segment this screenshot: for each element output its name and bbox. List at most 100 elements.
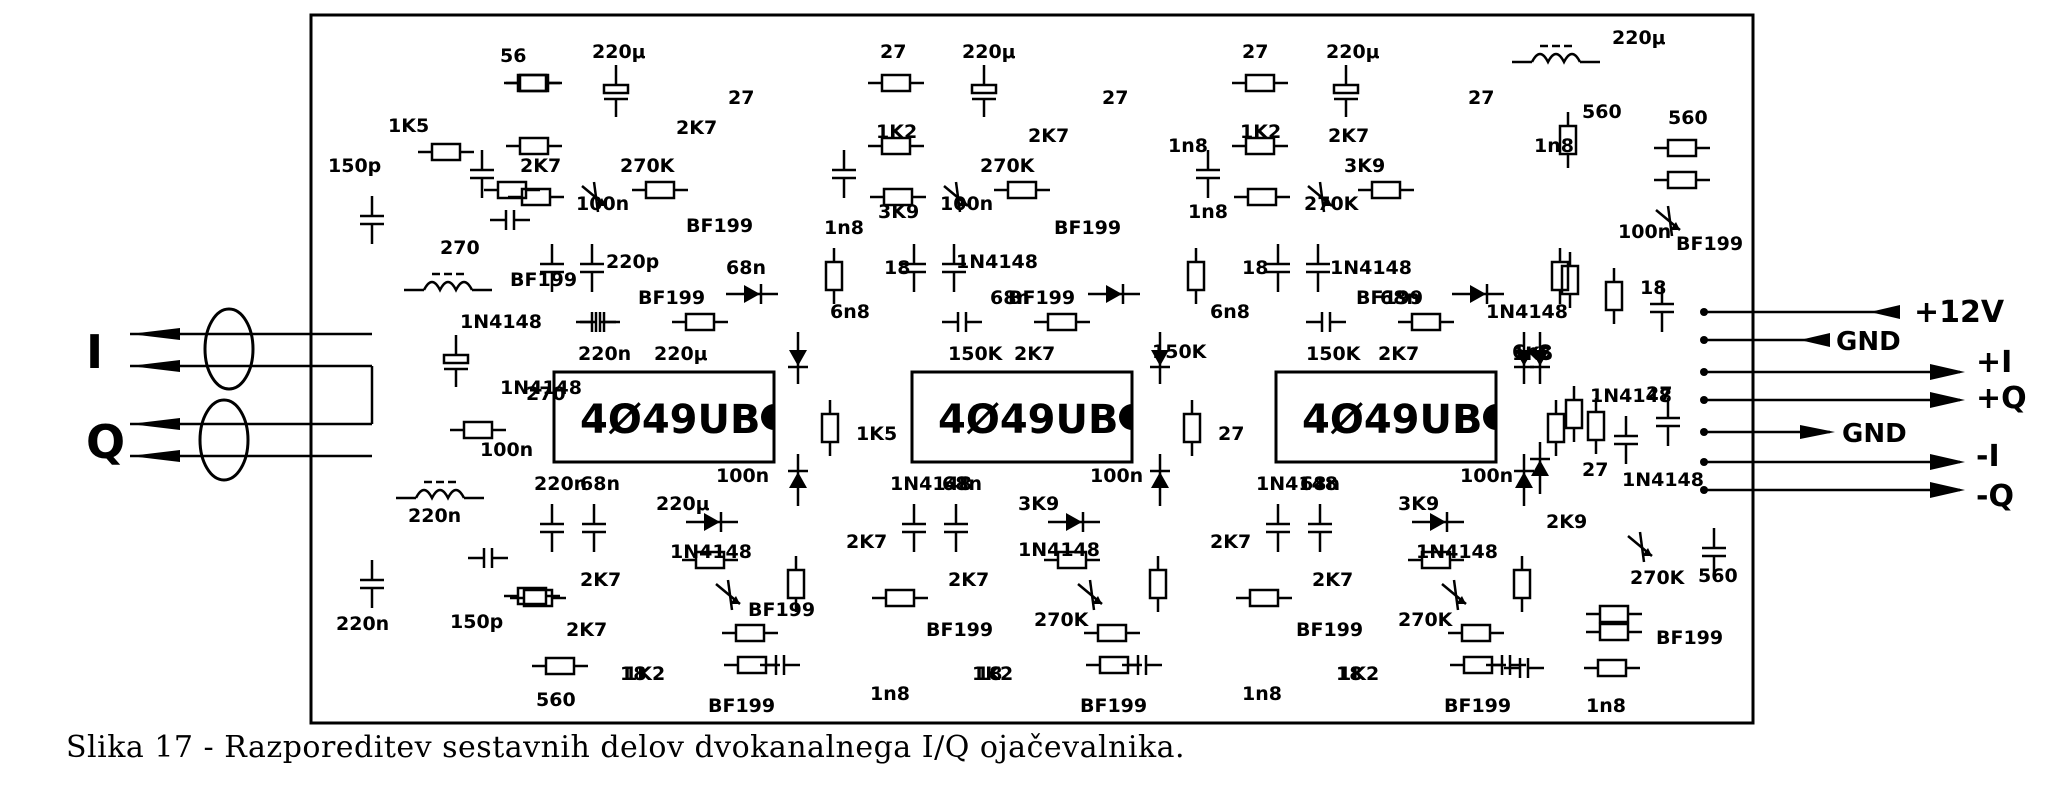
capacitor-220p-bot — [468, 548, 508, 568]
capacitor-1n8-bot-s3 — [1486, 655, 1526, 675]
resistor-2k7-v-s3 — [1550, 248, 1570, 304]
resistor-270k-s3 — [1234, 187, 1290, 207]
component-label: 270 — [440, 237, 480, 259]
input-q-leads — [130, 366, 374, 482]
component-label: 220p — [606, 251, 659, 273]
component-label: 1K2 — [1338, 663, 1379, 685]
transistor-bf199-right — [1655, 205, 1681, 237]
capacitor-100n-bot-s3 — [1308, 504, 1332, 552]
capacitor-150p-top — [360, 196, 384, 244]
transistor-bf199-top-s3 — [1307, 181, 1333, 213]
resistor-2k7-bot-s3 — [1408, 550, 1464, 570]
component-label: 2K7 — [580, 569, 621, 591]
component-label: 27 — [1218, 423, 1244, 445]
component-label: BF199 — [1080, 695, 1147, 717]
output-label-minus-q: -Q — [1976, 479, 2014, 514]
resistor-27-v-s2 — [1182, 400, 1202, 456]
component-label: 56 — [500, 45, 526, 67]
capacitor-1n8-bot-s1 — [760, 655, 800, 675]
resistor-560-right-mid — [1586, 604, 1642, 624]
component-label: 2K7 — [1378, 343, 1419, 365]
figure-caption: Slika 17 - Razporeditev sestavnih delov … — [66, 730, 1186, 765]
component-label: 1n8 — [1534, 135, 1574, 157]
output-label-minus-i: -I — [1976, 439, 2000, 474]
component-label: BF199 — [1356, 287, 1423, 309]
component-label: 1n8 — [1586, 695, 1626, 717]
component-label: 270K — [980, 155, 1036, 177]
component-label: 3K9 — [878, 201, 919, 223]
diode-1n4148-v-bot-s1 — [788, 454, 808, 506]
capacitor-220n-bot — [1702, 528, 1726, 576]
component-label: 1N4148 — [1256, 473, 1338, 495]
resistor-2k7-bot-s2 — [1044, 550, 1100, 570]
inductor-220u-left-top — [404, 272, 492, 293]
component-label: 220μ — [592, 41, 646, 63]
component-label: BF199 — [1054, 217, 1121, 239]
resistor-18-left — [532, 656, 588, 676]
component-symbols — [360, 44, 1726, 678]
component-label: BF199 — [510, 269, 577, 291]
ic-chip-2-label: 4Ø49UB — [938, 397, 1118, 443]
capacitor-150p-bot — [360, 560, 384, 608]
component-label: 220n — [408, 505, 461, 527]
component-label: 27 — [728, 87, 754, 109]
diode-1n4148-bot-s1 — [686, 512, 738, 532]
resistor-2k7-left — [484, 180, 540, 200]
resistor-270-right — [1604, 268, 1624, 324]
component-label: BF199 — [1656, 627, 1723, 649]
component-label: 100n — [1618, 221, 1671, 243]
component-label: BF199 — [926, 619, 993, 641]
capacitor-1n8-bot-s2 — [1122, 655, 1162, 675]
component-label: 1N4148 — [890, 473, 972, 495]
input-i-leads — [130, 307, 372, 391]
resistor-270k-bot-s3 — [1236, 588, 1292, 608]
component-label: 1K2 — [876, 121, 917, 143]
ic-chip-1 — [552, 370, 776, 464]
capacitor-100n-s3 — [1196, 150, 1220, 198]
component-label: 18 — [1336, 663, 1362, 685]
component-label: 220μ — [1612, 27, 1666, 49]
component-label: 270 — [526, 383, 566, 405]
component-label: 220n — [578, 343, 631, 365]
component-label: 1N4148 — [1622, 469, 1704, 491]
resistor-1k2-s3 — [1232, 136, 1288, 156]
component-label: 1N4148 — [670, 541, 752, 563]
component-label: BF199 — [686, 215, 753, 237]
component-label: 1n8 — [1242, 683, 1282, 705]
resistor-2k7-bot-left — [504, 586, 560, 606]
component-label: 2K7 — [846, 531, 887, 553]
diode-1n4148-top-s2 — [1088, 284, 1140, 304]
component-label: 1K5 — [1512, 343, 1553, 365]
resistor-560-right — [1586, 622, 1642, 642]
resistor-270k-bot-s2 — [872, 588, 928, 608]
component-label: 27 — [1582, 459, 1608, 481]
component-label: 560 — [536, 689, 576, 711]
capacitor-68n-s2 — [902, 244, 926, 292]
inductor-220u-top — [1512, 44, 1600, 65]
inductor-220u-left-bot — [396, 480, 484, 501]
component-label: 560 — [1582, 101, 1622, 123]
capacitor-68n-b-s1 — [580, 244, 604, 292]
resistor-3k9-top-s3 — [1358, 180, 1414, 200]
resistor-560-v — [1558, 112, 1578, 168]
component-label: 1n8 — [824, 217, 864, 239]
component-label: 2K7 — [1028, 125, 1069, 147]
resistor-150k-s1 — [672, 312, 728, 332]
component-label: 68n — [942, 473, 982, 495]
component-label: 1N4148 — [500, 377, 582, 399]
output-label-gnd-1: GND — [1836, 327, 1901, 357]
capacitor-6n8-s2 — [942, 312, 982, 332]
output-label-plus-q: +Q — [1976, 381, 2027, 416]
ic-chip-2 — [910, 370, 1134, 464]
component-label: 560 — [1668, 107, 1708, 129]
component-label: 1K5 — [388, 115, 429, 137]
resistor-56 — [504, 73, 560, 93]
resistor-270k-s2 — [870, 187, 926, 207]
resistor-270-bot — [1584, 658, 1640, 678]
capacitor-220p — [490, 210, 530, 230]
component-label: BF199 — [748, 599, 815, 621]
component-label: 2K7 — [948, 569, 989, 591]
component-label: 220μ — [1326, 41, 1380, 63]
ic-chip-1-label: 4Ø49UB — [580, 397, 760, 443]
component-label: 6n8 — [1512, 341, 1552, 363]
